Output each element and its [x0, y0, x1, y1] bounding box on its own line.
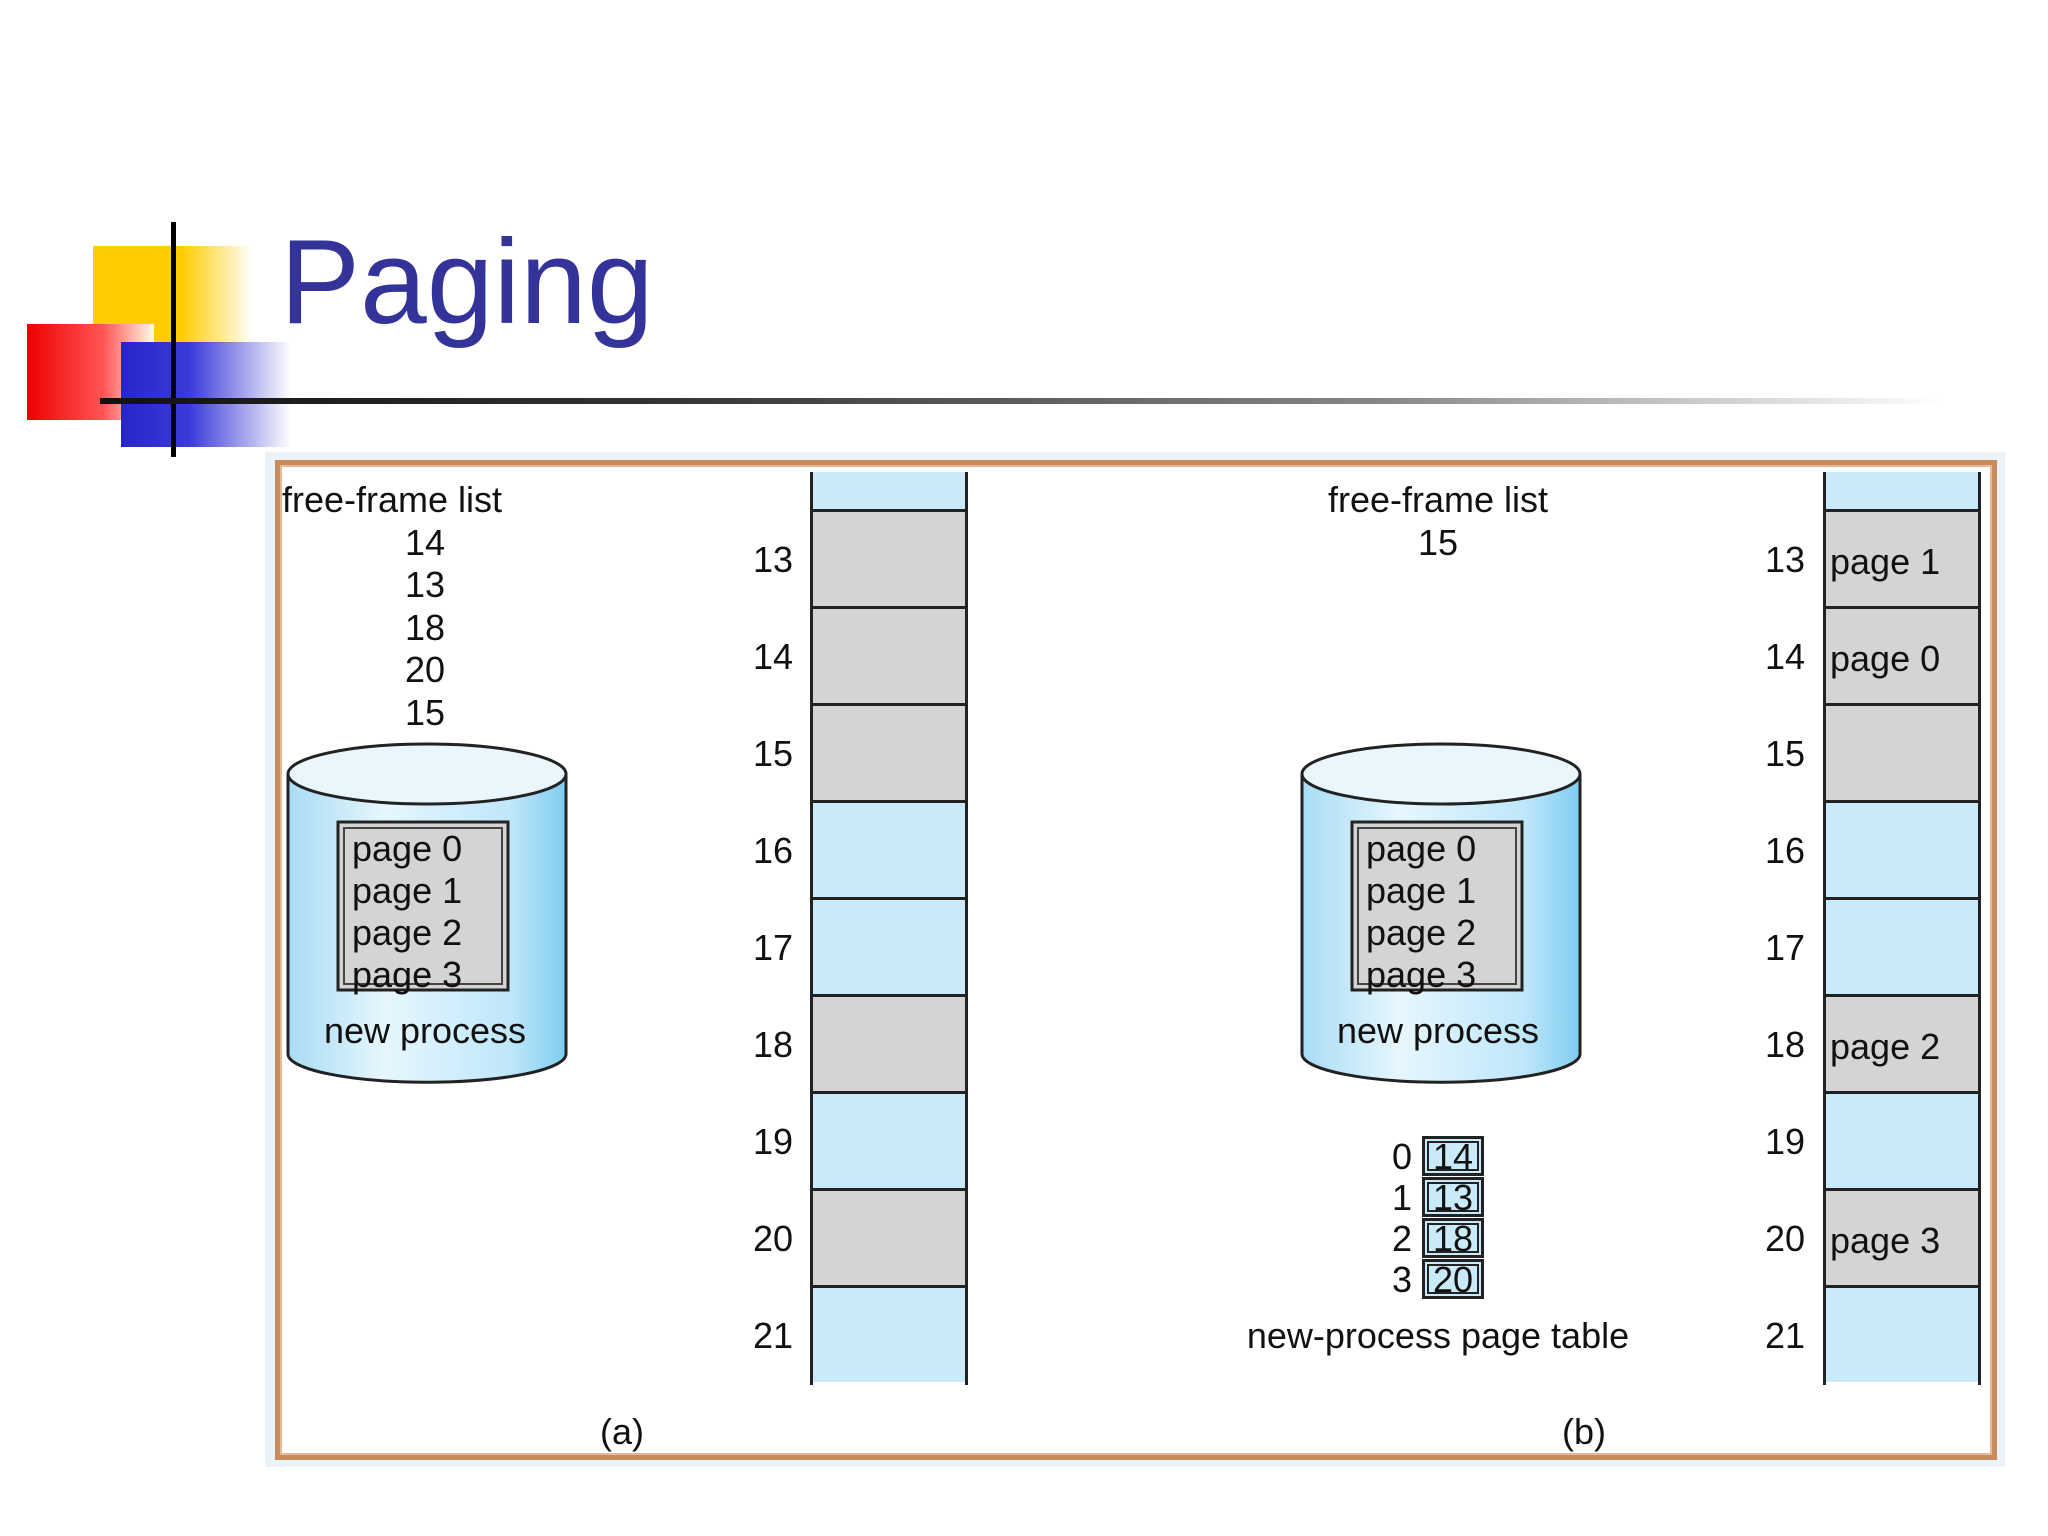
- memory-frame: [813, 509, 965, 606]
- free-frame-item: 20: [404, 649, 446, 690]
- page-table-frame: 18: [1432, 1218, 1474, 1259]
- panel-caption: (b): [1562, 1411, 1606, 1452]
- process-page: page 3: [352, 954, 463, 995]
- page-table-frame: 20: [1432, 1259, 1474, 1300]
- memory-frame-partial: [813, 472, 965, 509]
- process-page: page 2: [1366, 912, 1477, 953]
- frame-number: 17: [752, 927, 793, 968]
- free-frame-item: 15: [404, 692, 446, 733]
- memory-frame-partial: [1826, 472, 1978, 509]
- page-table-index: 3: [1391, 1259, 1412, 1300]
- process-disk-cylinder: [1300, 742, 1582, 1084]
- process-page: page 1: [352, 870, 463, 911]
- free-frame-item: 14: [404, 522, 446, 563]
- memory-frame: [1826, 897, 1978, 994]
- process-page: page 1: [1366, 870, 1477, 911]
- memory-frame: [813, 1091, 965, 1188]
- free-frame-item: 18: [404, 607, 446, 648]
- memory-frame-content: page 1: [1830, 541, 1941, 582]
- free-frame-list-title: free-frame list: [1327, 479, 1549, 520]
- frame-number: 18: [1764, 1024, 1805, 1065]
- memory-frame: [813, 1188, 965, 1285]
- page-table-entry: [1422, 1177, 1484, 1217]
- frame-number: 19: [1764, 1121, 1805, 1162]
- page-table-entry: [1422, 1259, 1484, 1299]
- frame-number: 16: [752, 830, 793, 871]
- memory-frame: [813, 800, 965, 897]
- memory-frame: [813, 897, 965, 994]
- frame-number: 15: [1764, 733, 1805, 774]
- frame-number: 21: [752, 1315, 793, 1356]
- free-frame-list-title: free-frame list: [282, 479, 503, 520]
- free-frame-item: 13: [404, 564, 446, 605]
- physical-memory-b: page 1 page 0 page 2 page 3: [1823, 472, 1981, 1385]
- slide-title: Paging: [280, 215, 654, 349]
- frame-number: 21: [1764, 1315, 1805, 1356]
- frame-number: 18: [752, 1024, 793, 1065]
- page-table-index: 1: [1391, 1177, 1412, 1218]
- memory-frame: [1826, 703, 1978, 800]
- new-process-label: new process: [323, 1010, 527, 1051]
- frame-number: 19: [752, 1121, 793, 1162]
- frame-number: 20: [752, 1218, 793, 1259]
- physical-memory-a: [810, 472, 968, 1385]
- page-table-frame: 14: [1432, 1136, 1474, 1177]
- frame-number: 14: [752, 636, 793, 677]
- page-table-entry: [1422, 1218, 1484, 1258]
- memory-frame: [813, 994, 965, 1091]
- page-table-label: new-process page table: [1246, 1315, 1630, 1356]
- page-table-frame: 13: [1432, 1177, 1474, 1218]
- panel-caption: (a): [600, 1411, 644, 1452]
- process-page: page 2: [352, 912, 463, 953]
- process-page: page 3: [1366, 954, 1477, 995]
- memory-frame: page 1: [1826, 509, 1978, 606]
- frame-number: 14: [1764, 636, 1805, 677]
- memory-frame: [1826, 1285, 1978, 1382]
- memory-frame: page 3: [1826, 1188, 1978, 1285]
- memory-frame: page 0: [1826, 606, 1978, 703]
- new-process-label: new process: [1336, 1010, 1540, 1051]
- frame-number: 15: [752, 733, 793, 774]
- memory-frame: page 2: [1826, 994, 1978, 1091]
- memory-frame: [813, 703, 965, 800]
- memory-frame: [813, 606, 965, 703]
- page-table-index: 0: [1391, 1136, 1412, 1177]
- memory-frame-content: page 0: [1830, 638, 1941, 679]
- memory-frame: [1826, 1091, 1978, 1188]
- page-table-entry: [1422, 1136, 1484, 1176]
- frame-number: 16: [1764, 830, 1805, 871]
- frame-number: 20: [1764, 1218, 1805, 1259]
- page-table-index: 2: [1391, 1218, 1412, 1259]
- title-decoration-vertical-line: [171, 222, 176, 457]
- frame-number: 13: [1764, 539, 1805, 580]
- title-underline: [100, 398, 1940, 404]
- memory-frame-content: page 3: [1830, 1220, 1941, 1261]
- memory-frame: [1826, 800, 1978, 897]
- process-disk-cylinder: [286, 742, 568, 1084]
- process-page: page 0: [1366, 828, 1477, 869]
- memory-frame: [813, 1285, 965, 1382]
- free-frame-item: 15: [1417, 522, 1459, 563]
- process-page: page 0: [352, 828, 463, 869]
- memory-frame-content: page 2: [1830, 1026, 1941, 1067]
- frame-number: 13: [752, 539, 793, 580]
- frame-number: 17: [1764, 927, 1805, 968]
- title-decoration-blue: [121, 342, 291, 447]
